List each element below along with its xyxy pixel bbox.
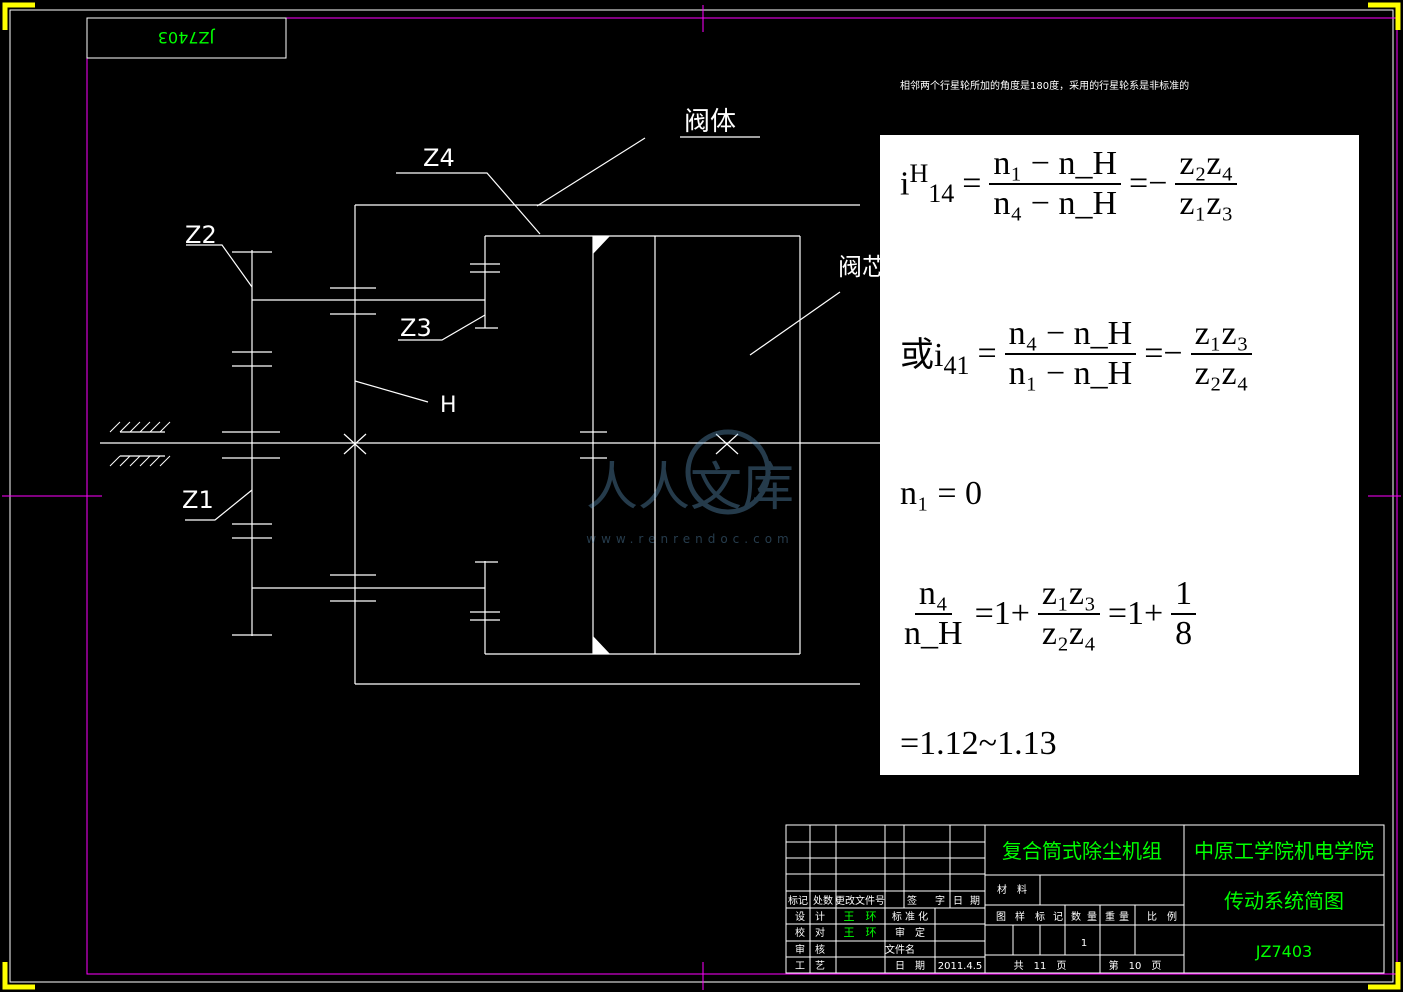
label-valve-body: 阀体 [684,107,736,137]
rev-header-1: 处数 [813,894,833,907]
role-filename: 文件名 [885,943,915,956]
role-date: 日 期 [895,960,925,972]
stage-h1: 样 [1015,910,1025,923]
role-design: 设 计 [795,910,825,923]
gear-tooth-bottom [593,636,610,654]
drawing-name: 传动系统简图 [1224,889,1344,913]
stage-h0: 图 [996,911,1006,923]
drawing-number: JZ7403 [1255,942,1312,961]
name-check: 王 环 [844,926,877,939]
label-z1: Z1 [182,486,214,514]
label-z4: Z4 [423,144,455,172]
formula-eq5: =1.12~1.13 [900,725,1057,762]
rev-header-4: 字 [935,894,945,907]
watermark: 人人文库 www.renrendoc.com [586,429,794,546]
total-pages: 共 11 页 [1014,960,1067,972]
product-name: 复合筒式除尘机组 [1002,839,1162,863]
quantity-value: 1 [1081,938,1087,949]
rev-header-5: 日 [953,896,963,907]
date-value: 2011.4.5 [938,961,983,972]
stage-h9: 例 [1167,910,1177,923]
page-number: 第 10 页 [1109,959,1162,972]
support-hatch [109,421,171,467]
watermark-url: www.renrendoc.com [586,532,793,546]
label-z2: Z2 [185,221,217,249]
role-approve: 审 定 [895,926,925,939]
stage-h2: 标 [1035,911,1045,923]
rev-header-3: 签 [907,894,917,907]
rev-header-6: 期 [970,895,980,907]
name-design: 王 环 [844,910,877,923]
role-standard: 标 准 化 [892,910,928,923]
formula-eq3: n₁ = 0 [900,475,983,512]
gear-tooth-top [593,236,610,254]
role-review: 审 核 [795,943,825,956]
stage-h7: 量 [1119,911,1129,923]
school-name: 中原工学院机电学院 [1194,839,1374,863]
role-check: 校 对 [795,926,825,939]
rev-header-2: 更改文件号 [835,894,885,907]
rev-header-0: 标记 [788,895,808,907]
design-note: 相邻两个行星轮所加的角度是180度，采用的行星轮系是非标准的 [900,79,1189,92]
label-z3: Z3 [400,314,432,342]
code-box [86,17,287,59]
label-h: H [440,393,457,418]
drawing-code-mirrored: JZ7403 [158,28,215,47]
stage-h4: 数 [1071,910,1081,923]
stage-h6: 重 [1105,910,1115,923]
material-label: 材 料 [997,883,1027,896]
stage-h5: 量 [1087,911,1097,923]
stage-h3: 记 [1053,911,1063,923]
label-valve-core: 阀芯 [838,253,886,281]
title-block [785,824,1385,974]
mechanism-schematic [100,136,880,685]
watermark-text: 人人文库 [586,458,794,518]
stage-h8: 比 [1147,911,1157,923]
role-process: 工 艺 [795,960,825,972]
